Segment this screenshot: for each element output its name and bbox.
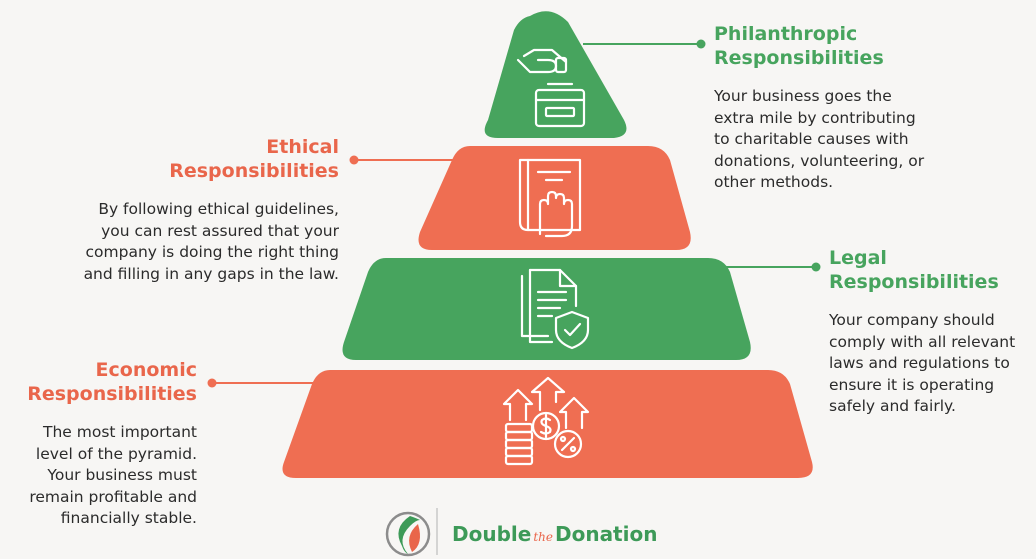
ethical-description-line: you can rest assured that your [101,221,339,240]
legal-description-line: laws and regulations to [829,354,1010,372]
economic-heading: Economic Responsibilities [27,358,197,406]
ethical-description-line: and filling in any gaps in the law. [83,264,339,283]
philanthropic-description-line: extra mile by contributing [714,108,916,127]
economic-description-line: Your business must [47,466,197,484]
economic-description-line: level of the pyramid. [35,444,197,463]
philanthropic-description-line: Your business goes the [714,87,892,105]
tier-economic [282,370,813,478]
economic-heading-line-2: Responsibilities [27,383,197,405]
economic-description: The most important level of the pyramid.… [29,422,197,530]
legal-heading-line-2: Responsibilities [829,271,999,293]
brand-name-donation: Donation [554,522,658,546]
ethical-description: By following ethical guidelines, you can… [84,199,339,285]
connector-philanthropic [583,39,706,49]
legal-description-line: comply with all relevant [829,332,1016,351]
philanthropic-description: Your business goes the extra mile by con… [714,86,924,194]
hand-on-book-icon [518,158,582,238]
legal-description: Your company should comply with all rele… [829,310,1015,418]
ethical-heading-line-1: Ethical [266,136,339,158]
legal-heading-line-1: Legal [829,247,887,269]
philanthropic-heading: Philanthropic Responsibilities [714,22,884,70]
economic-description-line: The most important [43,423,197,441]
hand-donation-box-icon [516,48,586,128]
ethical-heading-line-2: Responsibilities [169,160,339,182]
legal-description-line: ensure it is operating [829,375,995,394]
document-shield-icon [520,268,590,350]
ethical-heading: Ethical Responsibilities [169,135,339,183]
philanthropic-description-line: other methods. [714,173,834,191]
legal-heading: Legal Responsibilities [829,246,999,294]
philanthropic-heading-line-2: Responsibilities [714,47,884,69]
philanthropic-heading-line-1: Philanthropic [714,23,858,45]
ethical-description-line: company is doing the right thing [85,243,339,261]
economic-heading-line-1: Economic [95,359,197,381]
tier-philanthropic [484,11,627,139]
philanthropic-description-line: to charitable causes with [714,130,909,148]
economic-description-line: remain profitable and [29,487,197,506]
philanthropic-description-line: donations, volunteering, or [714,151,925,170]
brand-name-the: the [533,530,553,544]
connector-ethical [349,155,466,165]
ethical-description-line: By following ethical guidelines, [98,200,339,218]
brand-name-double: Double [452,522,532,546]
legal-description-line: Your company should [829,311,995,329]
connector-economic [207,378,320,388]
legal-description-line: safely and fairly. [829,397,956,415]
double-the-donation-logo-icon [385,511,431,557]
economic-description-line: financially stable. [60,509,197,527]
tier-ethical [418,146,691,250]
money-growth-icon [502,376,590,466]
